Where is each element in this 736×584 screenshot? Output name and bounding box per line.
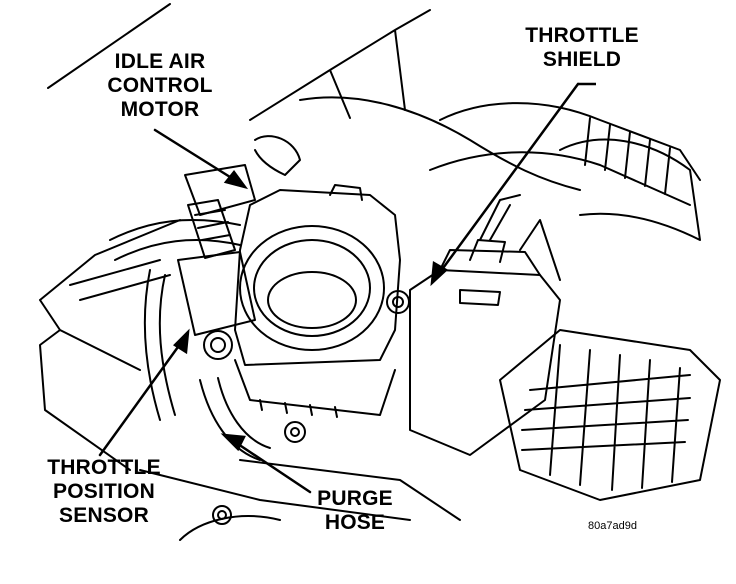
throttle-bore-inner bbox=[253, 239, 371, 337]
shroud-curve bbox=[299, 96, 581, 191]
bolt-left-inner bbox=[210, 337, 226, 353]
radiator-grid bbox=[521, 344, 691, 491]
tps-cable bbox=[143, 269, 176, 421]
shield-box bbox=[409, 269, 561, 456]
arrowhead-iac bbox=[223, 169, 249, 190]
label-idle-air-control-motor: IDLE AIR CONTROL MOTOR bbox=[107, 50, 213, 121]
bolt-bottom-left bbox=[212, 505, 232, 525]
bolt-lower-inner bbox=[290, 427, 300, 437]
throttle-body-block bbox=[234, 189, 401, 366]
purge-hose bbox=[199, 377, 271, 461]
throttle-ribs bbox=[259, 399, 338, 418]
frame-line-top-left bbox=[47, 3, 171, 89]
bottom-left-curve bbox=[179, 515, 281, 541]
leader-iac bbox=[153, 128, 240, 184]
intake-duct-top bbox=[439, 102, 701, 181]
bolt-lower bbox=[284, 421, 306, 443]
base-plate-left bbox=[39, 219, 181, 471]
iac-body bbox=[184, 164, 256, 216]
shield-connector bbox=[469, 239, 506, 263]
iac-hose-upper bbox=[254, 135, 301, 176]
iac-connector-detail bbox=[194, 209, 231, 241]
base-plate-lines bbox=[69, 259, 171, 301]
label-throttle-position-sensor: THROTTLE POSITION SENSOR bbox=[47, 456, 161, 527]
bolt-right-inner bbox=[392, 296, 404, 308]
shield-top bbox=[439, 249, 541, 276]
intake-duct-bottom bbox=[429, 151, 691, 206]
leader-shield bbox=[436, 82, 580, 277]
label-purge-hose: PURGE HOSE bbox=[317, 487, 393, 534]
leader-purge bbox=[230, 438, 312, 494]
lower-tray bbox=[139, 459, 461, 521]
arrowhead-tps bbox=[173, 328, 190, 355]
throttle-flange bbox=[329, 184, 363, 201]
upper-right-duct bbox=[559, 138, 701, 241]
shield-wires bbox=[479, 194, 561, 281]
figure-reference: 80a7ad9d bbox=[588, 520, 637, 532]
arrowhead-purge bbox=[220, 433, 246, 452]
throttle-lower bbox=[234, 359, 396, 416]
throttle-plate bbox=[267, 271, 357, 329]
arrowhead-shield bbox=[430, 260, 449, 287]
radiator-frame bbox=[499, 329, 721, 501]
shroud-outline bbox=[249, 9, 431, 121]
bolt-left bbox=[203, 330, 233, 360]
leader-tps bbox=[98, 338, 185, 457]
shield-tab bbox=[459, 289, 501, 306]
label-throttle-shield: THROTTLE SHIELD bbox=[525, 24, 639, 71]
iac-connector bbox=[187, 199, 236, 259]
tps-body bbox=[177, 251, 256, 336]
throttle-bore-outer bbox=[239, 225, 385, 351]
